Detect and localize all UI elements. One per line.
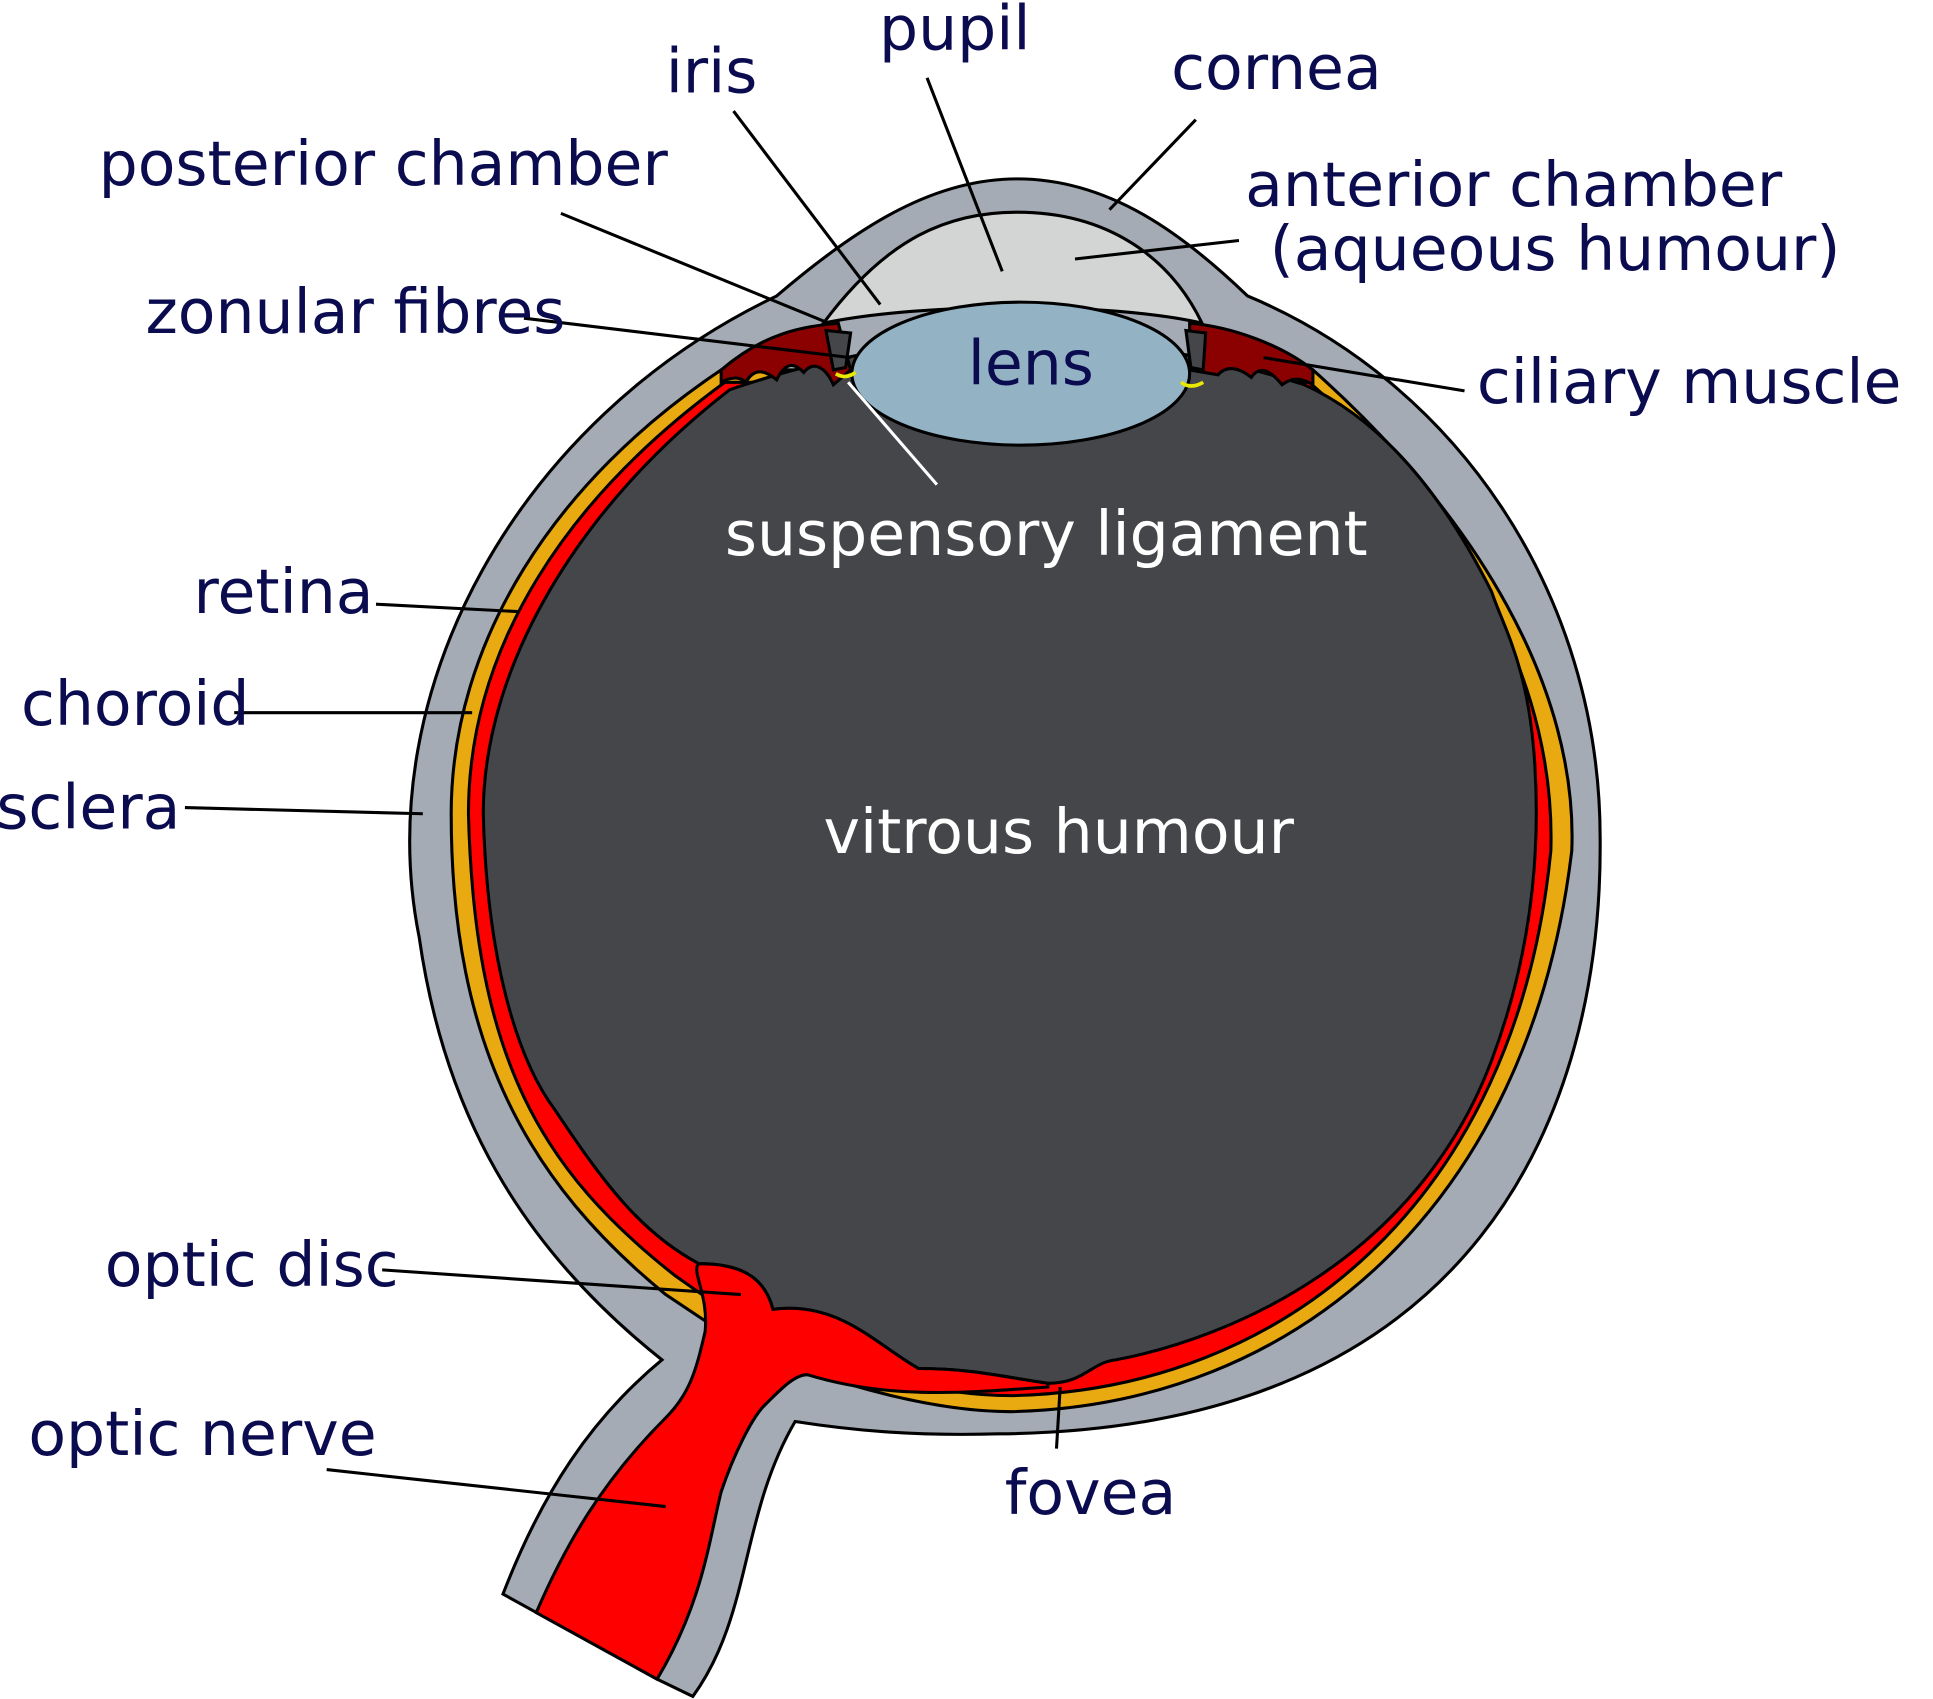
pupil-leader	[925, 77, 1004, 272]
suspensory-ligament-leader	[846, 381, 939, 486]
optic-disc-leader	[382, 1268, 742, 1297]
zonular-fibres-leader	[523, 316, 851, 360]
iris-leader	[732, 110, 882, 306]
label-optic-nerve: optic nerve	[28, 1398, 376, 1470]
label-retina: retina	[194, 556, 374, 628]
iris-left	[824, 328, 853, 372]
fovea-leader	[1054, 1386, 1062, 1449]
label-zonular-fibres: zonular fibres	[145, 276, 565, 348]
posterior-chamber-leader	[560, 211, 830, 325]
label-posterior-chamber: posterior chamber	[99, 128, 669, 200]
sclera-leader	[184, 806, 423, 816]
optic-nerve-leader	[326, 1468, 666, 1509]
label-anterior-chamber: anterior chamber	[1245, 149, 1783, 221]
anterior-chamber-leader	[1074, 238, 1240, 261]
retina-leader	[375, 602, 518, 614]
label-sclera: sclera	[0, 772, 180, 844]
suspensory-ligament-right	[1179, 380, 1205, 388]
label-fovea: fovea	[1005, 1457, 1177, 1529]
ciliary-body-right	[1188, 321, 1315, 388]
label-optic-disc: optic disc	[105, 1229, 399, 1301]
label-cornea: cornea	[1171, 32, 1382, 104]
label-aqueous-humour: (aqueous humour)	[1270, 213, 1841, 285]
iris-right	[1184, 328, 1208, 372]
label-lens: lens	[968, 328, 1094, 400]
suspensory-ligament-left	[834, 370, 857, 379]
label-iris: iris	[666, 36, 758, 108]
ciliary-body-left	[719, 321, 853, 388]
label-suspensory-ligament: suspensory ligament	[725, 498, 1368, 570]
vitreous-body	[481, 337, 1538, 1385]
label-vitrous-humour: vitrous humour	[823, 796, 1294, 868]
optic-nerve	[534, 1262, 1050, 1682]
label-choroid: choroid	[21, 668, 250, 740]
label-pupil: pupil	[879, 0, 1031, 64]
ciliary-muscle-leader	[1263, 356, 1465, 393]
cornea-leader	[1108, 118, 1197, 211]
label-ciliary-muscle: ciliary muscle	[1477, 346, 1902, 418]
